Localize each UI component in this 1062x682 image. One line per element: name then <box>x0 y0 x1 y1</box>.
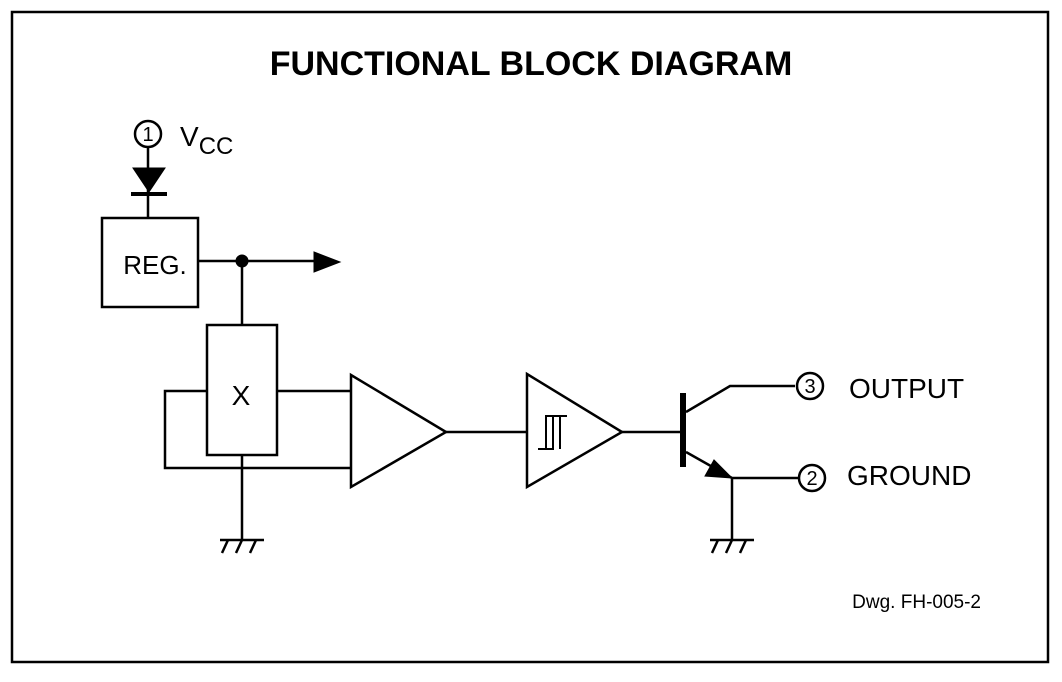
diagram-title: FUNCTIONAL BLOCK DIAGRAM <box>270 45 793 83</box>
pin-3-circle <box>795 371 825 401</box>
hall-wiring <box>163 389 351 540</box>
amplifier-block <box>349 372 527 490</box>
pin-2-label: GROUND <box>847 460 971 491</box>
pin-2-ground: 2 GROUND <box>797 460 971 493</box>
schmitt-trigger-block <box>525 371 680 490</box>
regulator-block: REG. <box>100 216 200 309</box>
drawing-number: Dwg. FH-005-2 <box>852 592 981 613</box>
pin-1-label: VCC <box>180 121 233 160</box>
diode-symbol <box>131 147 167 218</box>
pin-1-vcc: 1 VCC <box>133 119 233 160</box>
diode-arrow <box>132 167 166 193</box>
diagram-frame <box>10 10 1050 664</box>
pin-3-number: 3 <box>804 376 815 398</box>
vcc-main: V <box>180 121 199 152</box>
pin-1-number: 1 <box>142 124 153 146</box>
pin-2-number: 2 <box>806 468 817 490</box>
ground-symbol-right <box>710 538 754 554</box>
regulator-output <box>198 251 342 325</box>
output-transistor <box>680 384 798 540</box>
pin-3-output: 3 OUTPUT <box>795 371 964 404</box>
pin-2-circle <box>797 463 827 493</box>
hall-element-block: X <box>205 323 279 457</box>
ground-symbol-left <box>220 538 264 554</box>
output-arrow <box>313 251 342 273</box>
hall-element-label: X <box>232 380 251 411</box>
regulator-label: REG. <box>123 250 187 280</box>
vcc-subscript: CC <box>199 133 234 160</box>
schmitt-trigger-icon <box>538 415 567 450</box>
pin-3-label: OUTPUT <box>849 373 964 404</box>
emitter-arrow <box>704 459 734 479</box>
